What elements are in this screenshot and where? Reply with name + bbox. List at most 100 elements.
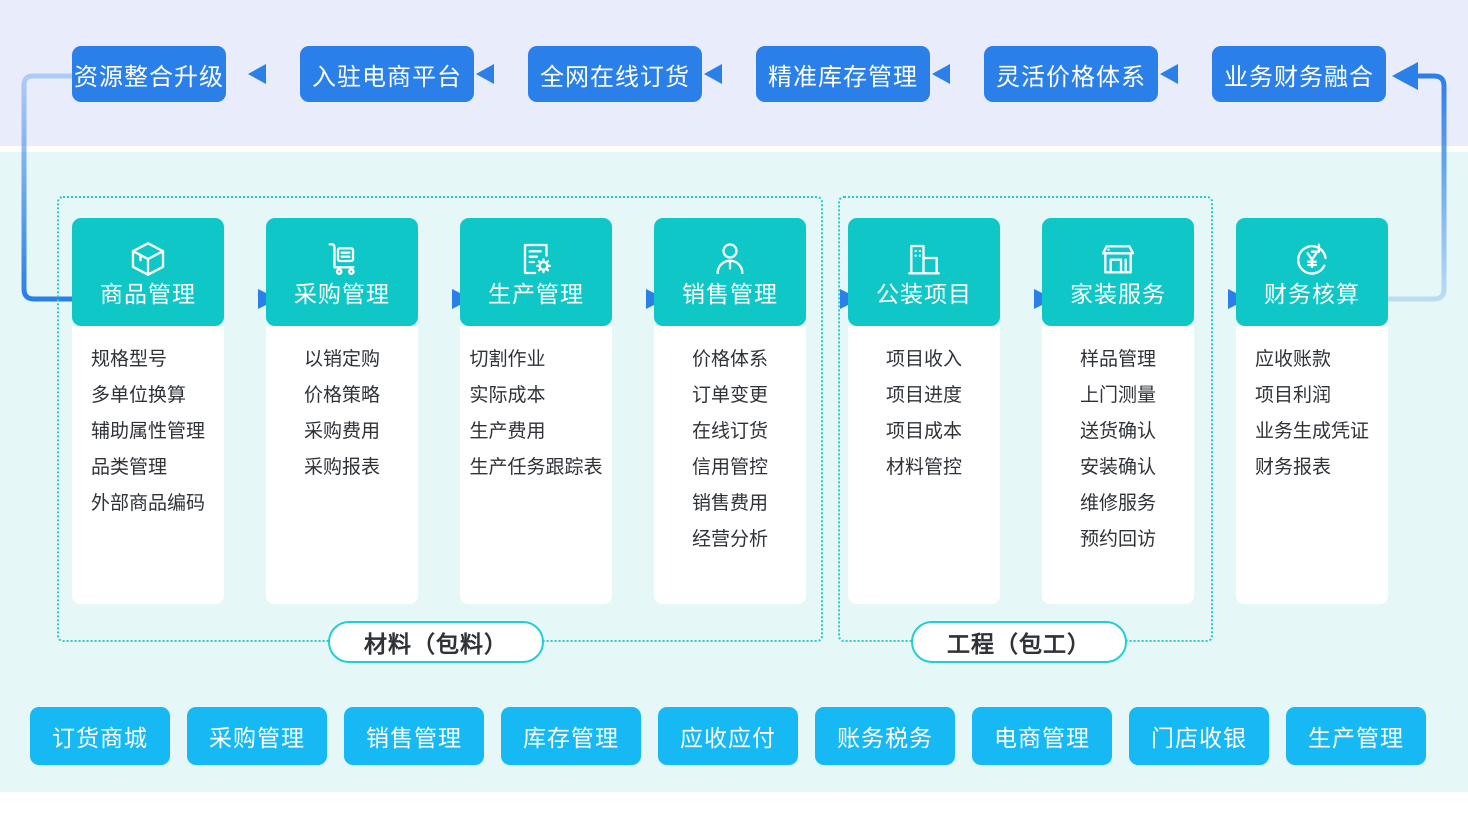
column-title: 生产管理 <box>488 280 584 307</box>
person-icon <box>716 242 744 274</box>
document-gear-icon <box>523 243 551 274</box>
list-item: 应收账款 <box>1254 349 1331 370</box>
bottom-chip-label: 库存管理 <box>523 725 619 751</box>
column-xiaoshouguanli[interactable]: 销售管理 价格体系 订单变更 在线订货 信用管控 销售费用 经营分析 <box>654 218 806 604</box>
top-chip-2[interactable]: 全网在线订货 <box>528 46 702 102</box>
bottom-chip-label: 销售管理 <box>366 725 462 751</box>
list-item: 采购费用 <box>303 421 380 442</box>
top-chip-label: 全网在线订货 <box>540 63 690 91</box>
column-title: 采购管理 <box>294 280 390 307</box>
list-item: 经营分析 <box>691 529 768 550</box>
group-label-text: 材料（包料） <box>364 631 508 657</box>
list-item: 业务生成凭证 <box>1254 421 1369 442</box>
column-list: 样品管理 上门测量 送货确认 安装确认 维修服务 预约回访 <box>1042 326 1194 604</box>
list-item: 销售费用 <box>691 493 768 514</box>
column-caiwuhesuan[interactable]: 财务核算 应收账款 项目利润 业务生成凭证 财务报表 <box>1236 218 1388 604</box>
box-3d-icon <box>131 241 165 276</box>
list-item: 送货确认 <box>1079 421 1156 442</box>
top-chip-label: 精准库存管理 <box>768 63 918 91</box>
list-item: 财务报表 <box>1254 457 1331 478</box>
bottom-chip-3[interactable]: 库存管理 <box>501 707 641 765</box>
list-item: 切割作业 <box>469 349 546 370</box>
top-chip-0[interactable]: 资源整合升级 <box>72 46 226 102</box>
bottom-chip-5[interactable]: 账务税务 <box>815 707 955 765</box>
bottom-chip-label: 订货商城 <box>52 725 148 751</box>
bottom-chip-4[interactable]: 应收应付 <box>658 707 798 765</box>
trolley-cart-icon <box>328 242 355 275</box>
bottom-chip-2[interactable]: 销售管理 <box>344 707 484 765</box>
list-item: 辅助属性管理 <box>90 421 205 442</box>
column-header[interactable]: 商品管理 <box>72 218 224 326</box>
top-chip-3[interactable]: 精准库存管理 <box>756 46 930 102</box>
list-item: 以销定购 <box>303 349 380 370</box>
list-item: 项目成本 <box>885 421 962 442</box>
column-gongzhuangxiangmu[interactable]: 公装项目 项目收入 项目进度 项目成本 材料管控 <box>848 218 1000 604</box>
bottom-chip-8[interactable]: 生产管理 <box>1286 707 1426 765</box>
column-shangpinguanli[interactable]: 商品管理 规格型号 多单位换算 辅助属性管理 品类管理 外部商品编码 <box>72 218 224 604</box>
column-caigouguanli[interactable]: 采购管理 以销定购 价格策略 采购费用 采购报表 <box>266 218 418 604</box>
top-chip-label: 资源整合升级 <box>74 63 224 91</box>
list-item: 材料管控 <box>885 457 962 478</box>
column-jiazhuangfuwu[interactable]: 家装服务 样品管理 上门测量 送货确认 安装确认 维修服务 预约回访 <box>1042 218 1194 604</box>
top-chip-1[interactable]: 入驻电商平台 <box>300 46 474 102</box>
column-title: 销售管理 <box>682 280 778 307</box>
top-chip-4[interactable]: 灵活价格体系 <box>984 46 1158 102</box>
column-header[interactable]: 采购管理 <box>266 218 418 326</box>
column-list: 以销定购 价格策略 采购费用 采购报表 <box>266 326 418 604</box>
column-title: 公装项目 <box>876 280 972 307</box>
column-header[interactable]: 财务核算 <box>1236 218 1388 326</box>
column-list: 切割作业 实际成本 生产费用 生产任务跟踪表 <box>460 326 612 604</box>
building-icon <box>908 244 940 274</box>
column-title: 家装服务 <box>1070 280 1166 307</box>
list-item: 订单变更 <box>691 385 768 406</box>
list-item: 外部商品编码 <box>90 493 205 514</box>
list-item: 价格策略 <box>303 385 380 406</box>
bottom-chip-label: 应收应付 <box>680 725 776 751</box>
top-chip-label: 业务财务融合 <box>1224 63 1374 91</box>
top-chip-label: 灵活价格体系 <box>996 63 1146 91</box>
list-item: 上门测量 <box>1079 385 1156 406</box>
yuan-refresh-icon <box>1297 243 1327 275</box>
column-list: 应收账款 项目利润 业务生成凭证 财务报表 <box>1236 326 1388 604</box>
bottom-chip-0[interactable]: 订货商城 <box>30 707 170 765</box>
bottom-chip-1[interactable]: 采购管理 <box>187 707 327 765</box>
column-list: 规格型号 多单位换算 辅助属性管理 品类管理 外部商品编码 <box>72 326 224 604</box>
list-item: 品类管理 <box>90 457 167 478</box>
column-list: 价格体系 订单变更 在线订货 信用管控 销售费用 经营分析 <box>654 326 806 604</box>
top-chip-label: 入驻电商平台 <box>312 63 462 91</box>
bottom-chip-label: 账务税务 <box>837 725 933 751</box>
list-item: 生产费用 <box>469 421 546 442</box>
bottom-band-background <box>0 792 1468 816</box>
list-item: 实际成本 <box>469 385 546 406</box>
group-label-material: 材料（包料） <box>328 621 544 663</box>
column-header[interactable]: 生产管理 <box>460 218 612 326</box>
column-shengchanguanli[interactable]: 生产管理 切割作业 实际成本 生产费用 生产任务跟踪表 <box>460 218 612 604</box>
storefront-icon <box>1101 244 1135 273</box>
column-header[interactable]: 公装项目 <box>848 218 1000 326</box>
list-item: 价格体系 <box>691 349 768 370</box>
bottom-chip-label: 门店收银 <box>1151 725 1247 751</box>
top-chip-5[interactable]: 业务财务融合 <box>1212 46 1386 102</box>
bottom-chip-label: 采购管理 <box>209 725 305 751</box>
bottom-chip-6[interactable]: 电商管理 <box>972 707 1112 765</box>
bottom-chip-7[interactable]: 门店收银 <box>1129 707 1269 765</box>
column-header[interactable]: 销售管理 <box>654 218 806 326</box>
list-item: 生产任务跟踪表 <box>469 457 603 478</box>
column-list: 项目收入 项目进度 项目成本 材料管控 <box>848 326 1000 604</box>
list-item: 项目进度 <box>885 385 962 406</box>
list-item: 项目利润 <box>1254 385 1331 406</box>
list-item: 样品管理 <box>1079 349 1156 370</box>
column-title: 商品管理 <box>100 280 196 307</box>
list-item: 规格型号 <box>90 349 167 370</box>
list-item: 采购报表 <box>303 457 380 478</box>
list-item: 多单位换算 <box>90 385 186 406</box>
group-label-text: 工程（包工） <box>947 631 1091 657</box>
group-label-engineering: 工程（包工） <box>911 621 1127 663</box>
bottom-chip-label: 电商管理 <box>994 725 1090 751</box>
list-item: 安装确认 <box>1079 457 1156 478</box>
list-item: 维修服务 <box>1079 493 1156 514</box>
list-item: 信用管控 <box>691 457 768 478</box>
column-title: 财务核算 <box>1264 280 1360 307</box>
column-header[interactable]: 家装服务 <box>1042 218 1194 326</box>
